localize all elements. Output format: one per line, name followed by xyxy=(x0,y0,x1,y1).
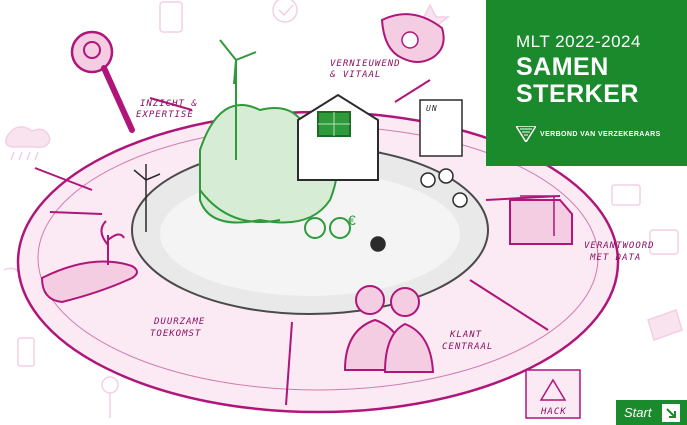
ring-dividers xyxy=(34,79,561,406)
exclamation-bubble-icon xyxy=(370,236,386,252)
brand-title: SAMEN STERKER xyxy=(516,54,639,108)
theme-verantwoord-line2: MET DATA xyxy=(589,253,641,263)
theme-verantwoord-line1: VERANTWOORD xyxy=(584,241,655,251)
battery-doodle-icon xyxy=(17,337,35,367)
hack-warning-sign: HACK xyxy=(525,369,581,419)
theme-klant-line1: KLANT xyxy=(449,330,482,340)
theme-duurzame-line1: DUURZAME xyxy=(153,317,205,327)
question-bubble-icon-2 xyxy=(438,168,454,184)
question-bubble-icon-3 xyxy=(452,192,468,208)
warning-triangle-icon xyxy=(539,378,567,401)
theme-vernieuwend-line2: & VITAAL xyxy=(329,70,381,80)
start-label: Start xyxy=(624,405,652,420)
brand-subtitle: MLT 2022-2024 xyxy=(516,32,641,51)
hand-with-plant-icon xyxy=(40,220,138,304)
theme-vernieuwend-line1: VERNIEUWEND xyxy=(330,59,401,69)
theme-duurzame-line2: TOEKOMST xyxy=(150,329,201,339)
arrow-down-right-icon xyxy=(662,403,680,422)
bike-wheel-front xyxy=(304,217,326,239)
bike-wheel-back xyxy=(329,217,351,239)
two-people-icon xyxy=(343,285,435,373)
green-swirl xyxy=(199,189,281,223)
flower-doodle-icon xyxy=(101,376,119,394)
house xyxy=(297,93,379,181)
calculator-doodle-icon xyxy=(159,1,183,33)
brand-panel: MLT 2022-2024 SAMEN STERKER VERBOND VAN … xyxy=(486,0,687,166)
cloud-doodle-icon xyxy=(5,126,51,149)
folder-doodle-icon xyxy=(611,184,641,206)
wind-turbine-left-icon xyxy=(133,164,161,232)
verbond-logo-icon xyxy=(516,126,536,142)
brand-title-line1: SAMEN xyxy=(516,53,609,81)
theme-inzicht-line2: EXPERTISE xyxy=(136,110,194,120)
cart-doodle-icon xyxy=(649,229,679,255)
strong-lightbulb-icon xyxy=(380,13,445,63)
document-doodle-icon xyxy=(647,309,683,341)
wind-turbine-icon xyxy=(219,39,257,160)
theme-inzicht-line1: INZICHT & xyxy=(140,99,198,109)
magnifier-icon xyxy=(70,30,135,133)
brand-title-line2: STERKER xyxy=(516,80,639,108)
check-mark-doodle xyxy=(278,4,294,17)
theme-labels: INZICHT & EXPERTISE VERNIEUWEND & VITAAL… xyxy=(136,59,655,352)
door-building: UN xyxy=(419,99,463,157)
rain-doodle xyxy=(10,151,39,161)
check-doodle-icon xyxy=(272,0,298,23)
green-village: € xyxy=(199,39,379,239)
brand-logo-text: VERBOND VAN VERZEKERAARS xyxy=(540,130,661,138)
question-bubbles xyxy=(370,168,468,252)
door-sign: UN xyxy=(426,104,438,113)
solar-panel-grid xyxy=(318,112,350,136)
folder-icon xyxy=(509,195,573,245)
hack-label: HACK xyxy=(540,407,567,417)
theme-klant-line2: CENTRAAL xyxy=(442,342,493,352)
brand-logo: VERBOND VAN VERZEKERAARS xyxy=(516,124,661,144)
question-bubble-icon xyxy=(420,172,436,188)
start-button[interactable]: Start xyxy=(616,400,687,425)
euro-sign-icon: € xyxy=(348,212,356,228)
